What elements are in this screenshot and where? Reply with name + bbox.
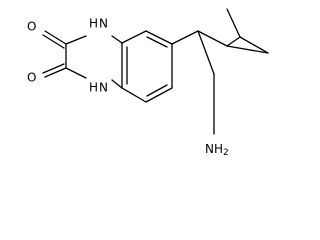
bond-c2-o-top xyxy=(44,30,67,45)
amine-nh: NH xyxy=(205,142,223,156)
atom-n-top: N xyxy=(99,17,108,31)
bond-cp1-cp2 xyxy=(226,36,241,47)
atom-o-bottom: O xyxy=(27,71,36,85)
bond-c5-c6 xyxy=(145,30,173,45)
bond-c3-o-bottom xyxy=(44,67,67,78)
bond-n4-c4a xyxy=(111,79,123,89)
atom-h-top: H xyxy=(89,17,98,31)
bond-c3-n4 xyxy=(65,67,87,79)
structure-canvas: O O H N H N NH2 xyxy=(27,8,269,158)
molecule-diagram: O O H N H N NH2 xyxy=(27,8,269,158)
bond-c7-c8 xyxy=(145,87,173,103)
amine-subscript: 2 xyxy=(223,148,229,158)
bond-c5-c6-inner xyxy=(146,36,168,48)
bond-cp3-cp1 xyxy=(226,45,269,54)
atom-h-bottom: H xyxy=(89,81,98,95)
bond-cp2-methyl xyxy=(226,8,241,38)
bond-c2-o-top-double xyxy=(42,34,65,49)
bond-ch-nh2 xyxy=(197,30,215,75)
atom-nh2: NH2 xyxy=(205,142,229,158)
bond-c7-c8-inner xyxy=(146,84,168,97)
bond-c8a-c5 xyxy=(121,30,147,44)
bond-ch-cyclopropyl xyxy=(197,30,228,47)
bond-c8-c4a xyxy=(121,87,147,103)
bond-c6-ch xyxy=(171,30,199,45)
bond-c2-n1 xyxy=(65,35,87,45)
bond-cp2-cp3 xyxy=(239,36,269,54)
bond-c3-o-bottom-double xyxy=(42,63,65,74)
atom-o-top: O xyxy=(27,20,36,34)
atom-n-bottom: N xyxy=(99,81,108,95)
bond-n1-c8a xyxy=(111,35,123,44)
